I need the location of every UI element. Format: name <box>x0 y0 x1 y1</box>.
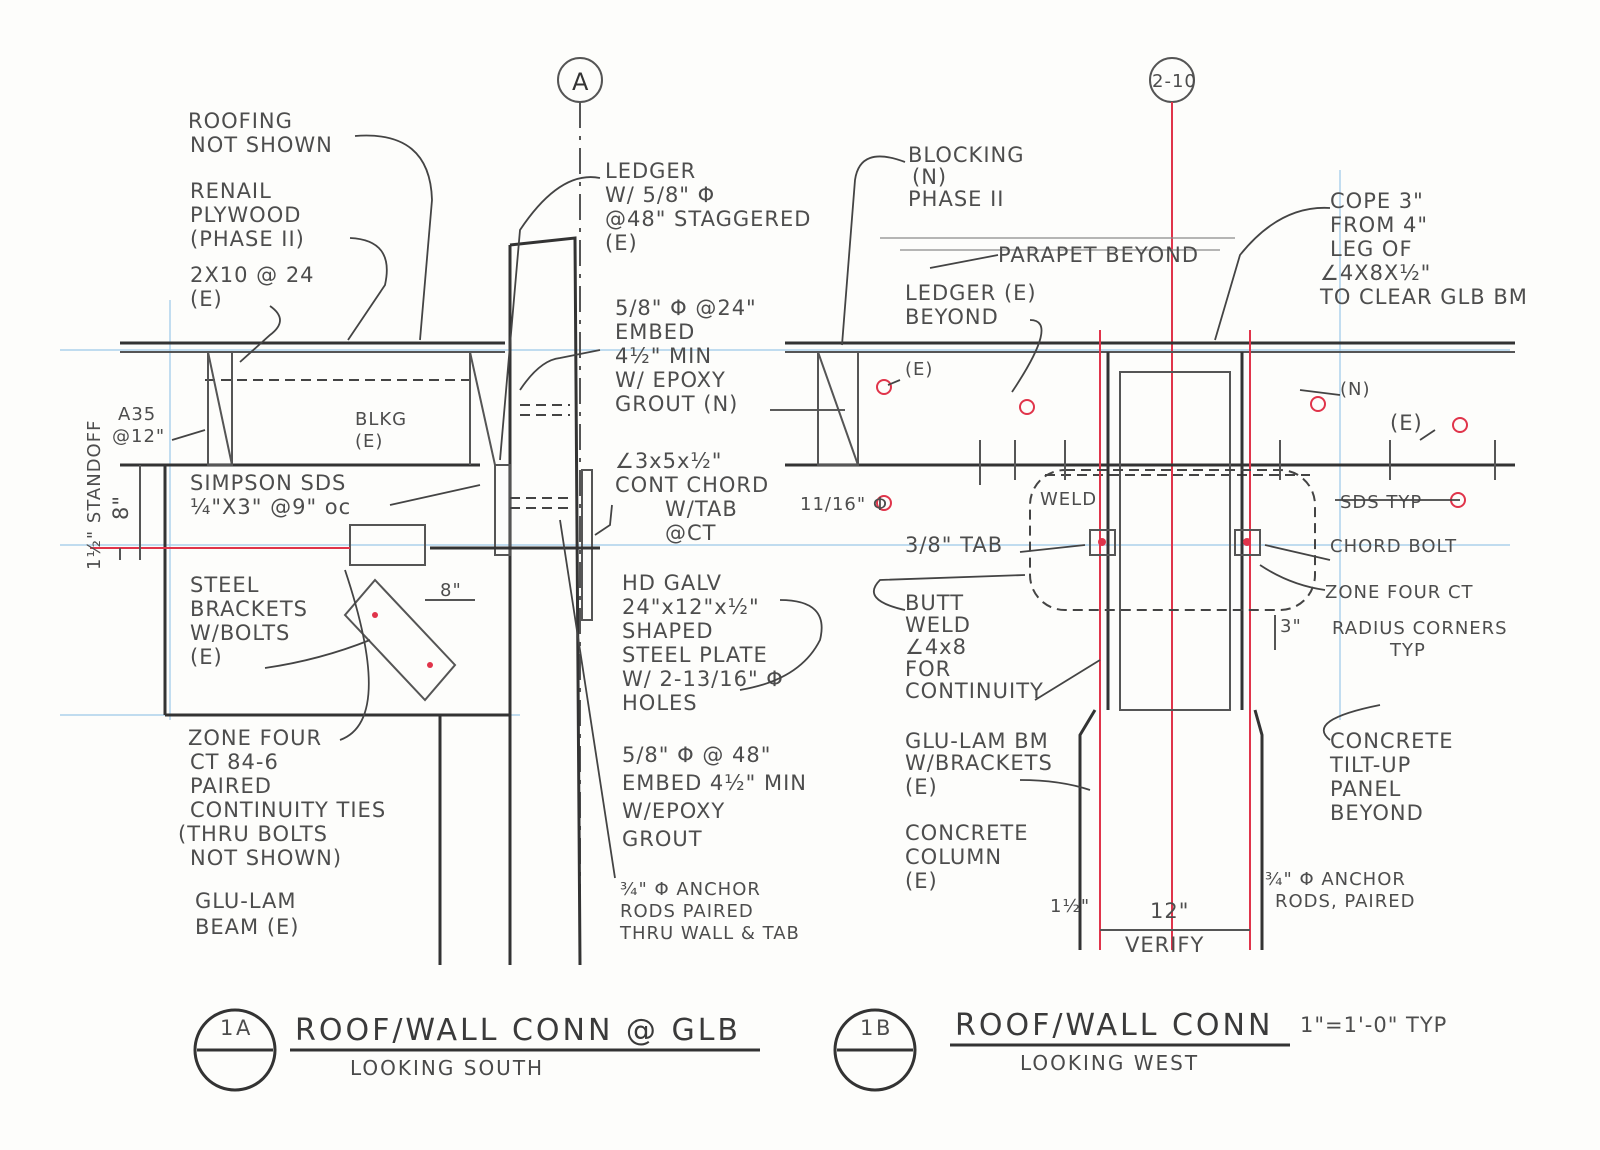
note-zone-ct: ZONE FOUR CT <box>1325 582 1474 603</box>
title-1a-letter: A <box>236 1016 251 1040</box>
note-n: (N) <box>1340 379 1371 400</box>
detail-1b-notes: BLOCKING(N)PHASE II PARAPET BEYOND LEDGE… <box>800 143 1528 957</box>
note-blkg: BLKG(E) <box>355 409 407 452</box>
detail-1b-geometry <box>785 57 1515 950</box>
title-1b-letter: B <box>876 1016 891 1040</box>
note-chord-bolt: CHORD BOLT <box>1330 536 1457 557</box>
grid-label-2-10: 2-10 <box>1152 71 1197 92</box>
note-blocking: BLOCKING(N)PHASE II <box>908 143 1025 211</box>
note-hole: 11/16" Φ <box>800 494 888 515</box>
title-1a-text: ROOF/WALL CONN @ GLB <box>295 1013 741 1048</box>
note-cope: COPE 3"FROM 4"LEG OF∠4X8X½"TO CLEAR GLB … <box>1319 189 1528 309</box>
note-dim-12: 12" <box>1150 899 1189 923</box>
title-1a: 1 A ROOF/WALL CONN @ GLB LOOKING SOUTH <box>193 1008 760 1092</box>
note-dim-3: 3" <box>1280 616 1302 637</box>
title-1b-scale: 1"=1'-0" TYP <box>1300 1013 1447 1037</box>
grid-label-a: A <box>572 68 589 96</box>
note-dim-8: 8" <box>109 495 133 520</box>
detail-1a-leaders <box>171 134 845 879</box>
note-joist: 2X10 @ 24(E) <box>190 263 315 311</box>
title-1b: 1 B ROOF/WALL CONN 1"=1'-0" TYP LOOKING … <box>833 1008 1447 1092</box>
note-weld: WELD <box>1040 489 1097 510</box>
note-tab: 3/8" TAB <box>905 533 1003 557</box>
note-standoff: 1½" STANDOFF <box>84 420 105 570</box>
note-verify: VERIFY <box>1125 933 1204 957</box>
detail-1b-leaders <box>841 155 1460 791</box>
note-ledger-b: LEDGER (E)BEYOND <box>905 281 1037 329</box>
title-1b-text: ROOF/WALL CONN <box>955 1008 1273 1043</box>
detail-1a-geometry <box>90 57 603 966</box>
note-dim-1-5: 1½" <box>1050 896 1090 917</box>
note-e1: (E) <box>905 359 933 380</box>
title-1a-mark: 1 <box>220 1016 234 1040</box>
note-a35: A35@12" <box>112 404 165 447</box>
title-1a-sub: LOOKING SOUTH <box>350 1056 544 1080</box>
note-dim-8b: 8" <box>440 580 462 601</box>
note-e2: (E) <box>1390 411 1423 435</box>
note-sds: SDS TYP <box>1340 492 1422 513</box>
note-parapet: PARAPET BEYOND <box>998 243 1199 267</box>
title-1b-sub: LOOKING WEST <box>1020 1051 1199 1075</box>
title-1b-mark: 1 <box>860 1016 874 1040</box>
